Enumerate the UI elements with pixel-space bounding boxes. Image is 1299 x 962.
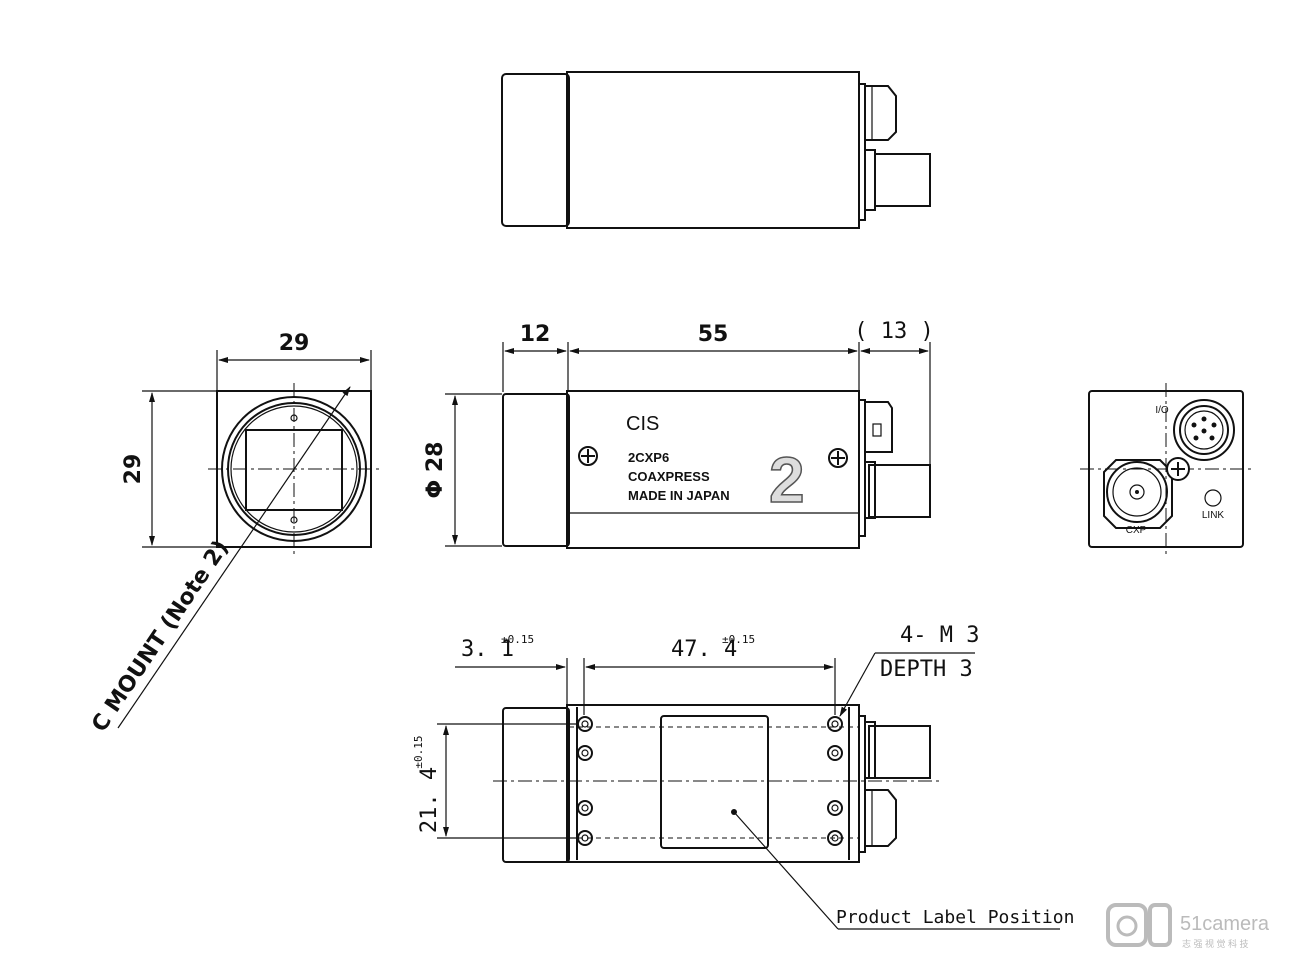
dim-offset-tol: ±0.15 bbox=[501, 633, 534, 646]
watermark-sub: 志 强 视 觉 科 技 bbox=[1182, 938, 1249, 949]
product-label-position-note: Product Label Position bbox=[836, 907, 1074, 928]
front-height-dim: 29 bbox=[121, 454, 146, 485]
dim-connector-length: ( 13 ) bbox=[854, 319, 933, 344]
mount-holes bbox=[577, 716, 843, 846]
dim-front-length: 12 bbox=[520, 322, 551, 347]
top-view bbox=[501, 71, 931, 229]
dim-spacing: 47. 4 bbox=[671, 637, 737, 662]
watermark-logo bbox=[1106, 903, 1172, 947]
dim-body-length: 55 bbox=[698, 322, 729, 347]
rear-view bbox=[1080, 383, 1252, 557]
dim-offset: 3. 1 bbox=[461, 637, 514, 662]
side-view bbox=[445, 342, 931, 549]
label-big-number: 2 bbox=[769, 444, 805, 516]
front-view bbox=[117, 350, 382, 729]
label-model: 2CXP6 bbox=[628, 450, 669, 465]
dim-spacing-tol: ±0.15 bbox=[722, 633, 755, 646]
dim-diameter: Φ 28 bbox=[423, 442, 448, 499]
depth-note: DEPTH 3 bbox=[880, 657, 973, 682]
thread-note: 4- M 3 bbox=[900, 623, 979, 648]
cxp-label: CXP bbox=[1126, 525, 1147, 536]
bottom-view bbox=[437, 652, 1060, 930]
watermark-brand: 51camera bbox=[1180, 913, 1270, 935]
front-width-dim: 29 bbox=[279, 331, 310, 356]
dim-height: 21. 4 bbox=[417, 767, 442, 833]
io-label: I/O bbox=[1155, 405, 1169, 416]
dim-height-tol: ±0.15 bbox=[412, 735, 425, 768]
label-interface: COAXPRESS bbox=[628, 469, 710, 484]
label-origin: MADE IN JAPAN bbox=[628, 488, 730, 503]
c-mount-note: C MOUNT (Note 2) bbox=[87, 536, 234, 737]
label-brand: CIS bbox=[626, 413, 659, 435]
link-label: LINK bbox=[1202, 510, 1225, 521]
